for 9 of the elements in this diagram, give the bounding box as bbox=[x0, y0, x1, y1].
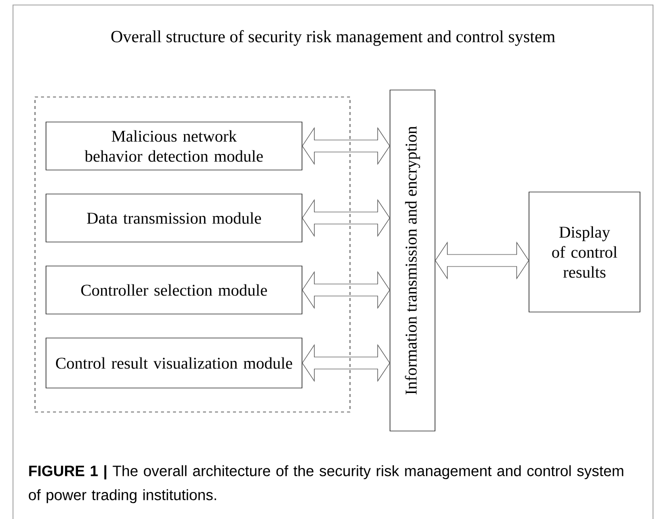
title: Overall structure of security risk management and control system bbox=[111, 30, 556, 46]
caption: FIGURE 1 | The overall architecture of the security risk management and control system of power trading institutions. bbox=[28, 465, 624, 504]
module-box: Control result visualization module bbox=[46, 338, 302, 388]
module-box: Malicious network behavior detection module bbox=[46, 122, 302, 170]
vertical-box: Information transmission and encryption bbox=[390, 90, 436, 432]
dashed-group-box bbox=[34, 96, 350, 412]
module-box: Data transmission module bbox=[46, 194, 302, 242]
module-box: Controller selection module bbox=[46, 266, 302, 314]
display-box: Display of control results bbox=[528, 192, 640, 312]
